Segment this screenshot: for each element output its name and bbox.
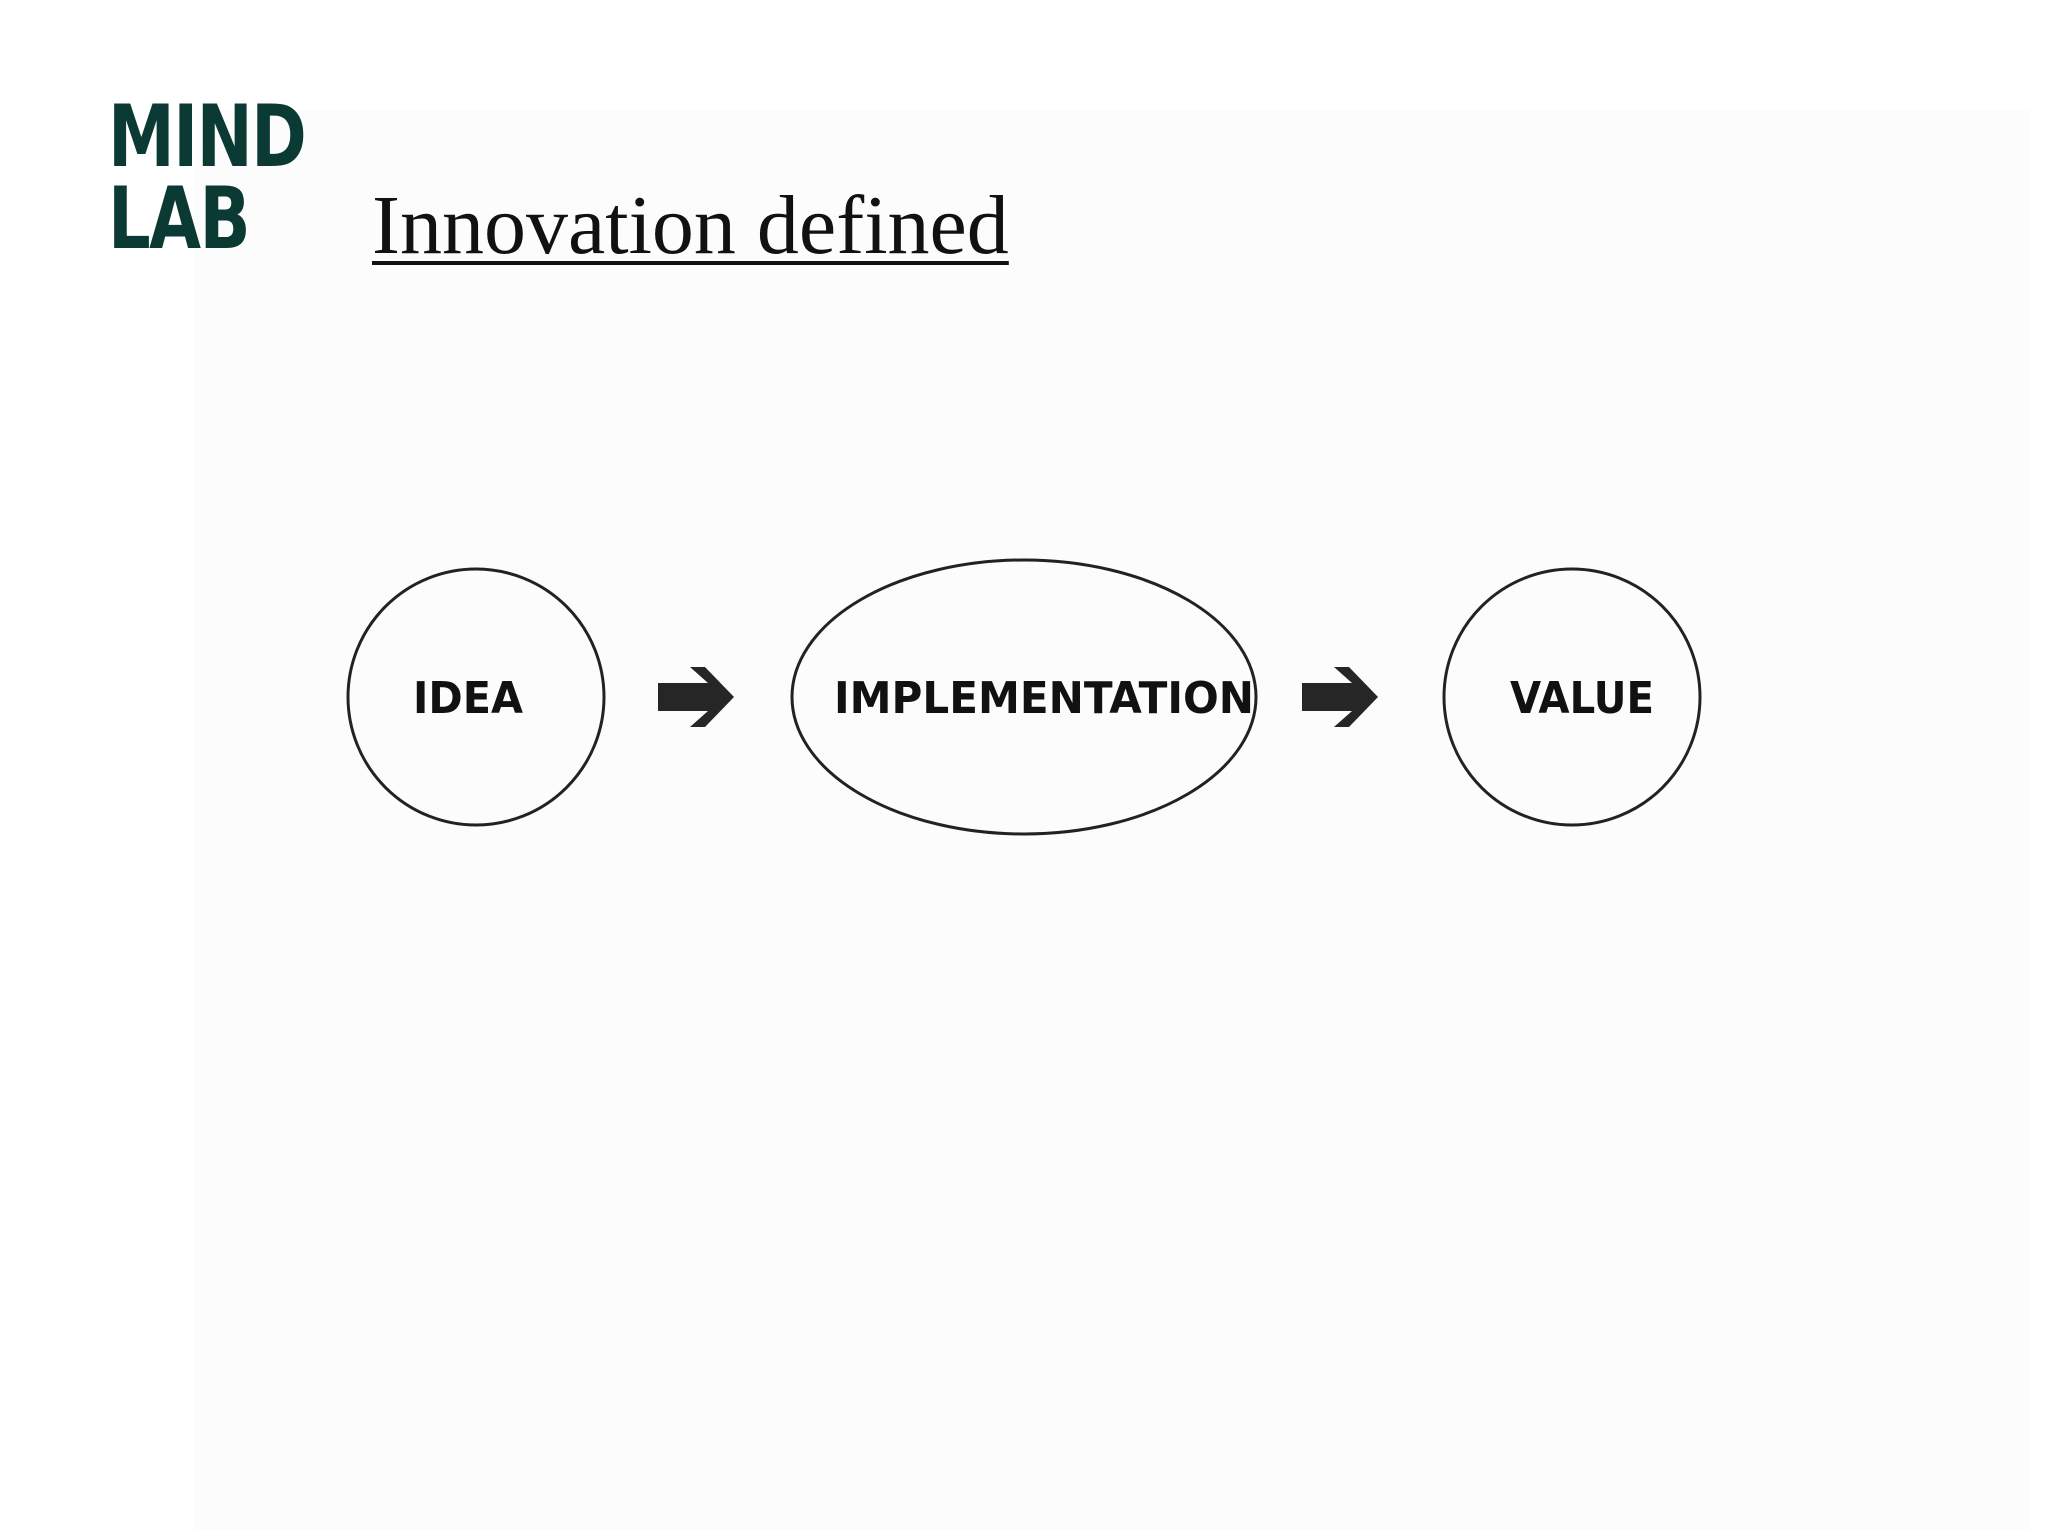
logo-line-2: LAB	[108, 169, 251, 269]
idea-circle	[346, 567, 606, 827]
node-value: VALUE	[1442, 567, 1702, 827]
arrow-idea-to-implementation	[658, 667, 734, 727]
node-implementation: IMPLEMENTATION	[790, 558, 1258, 836]
mindlab-logo: MIND LAB	[108, 87, 307, 269]
arrow-implementation-to-value	[1302, 667, 1378, 727]
value-label: VALUE	[1510, 673, 1654, 724]
implementation-label: IMPLEMENTATION	[834, 673, 1254, 724]
right-arrow-icon	[1302, 667, 1378, 727]
content-panel	[195, 110, 2030, 1530]
implementation-ellipse	[790, 558, 1258, 836]
right-arrow-icon	[658, 667, 734, 727]
value-circle	[1442, 567, 1702, 827]
logo-line-1: MIND	[108, 87, 307, 187]
node-idea: IDEA	[346, 567, 606, 827]
idea-label: IDEA	[413, 673, 523, 724]
slide-title: Innovation defined	[372, 179, 1009, 272]
